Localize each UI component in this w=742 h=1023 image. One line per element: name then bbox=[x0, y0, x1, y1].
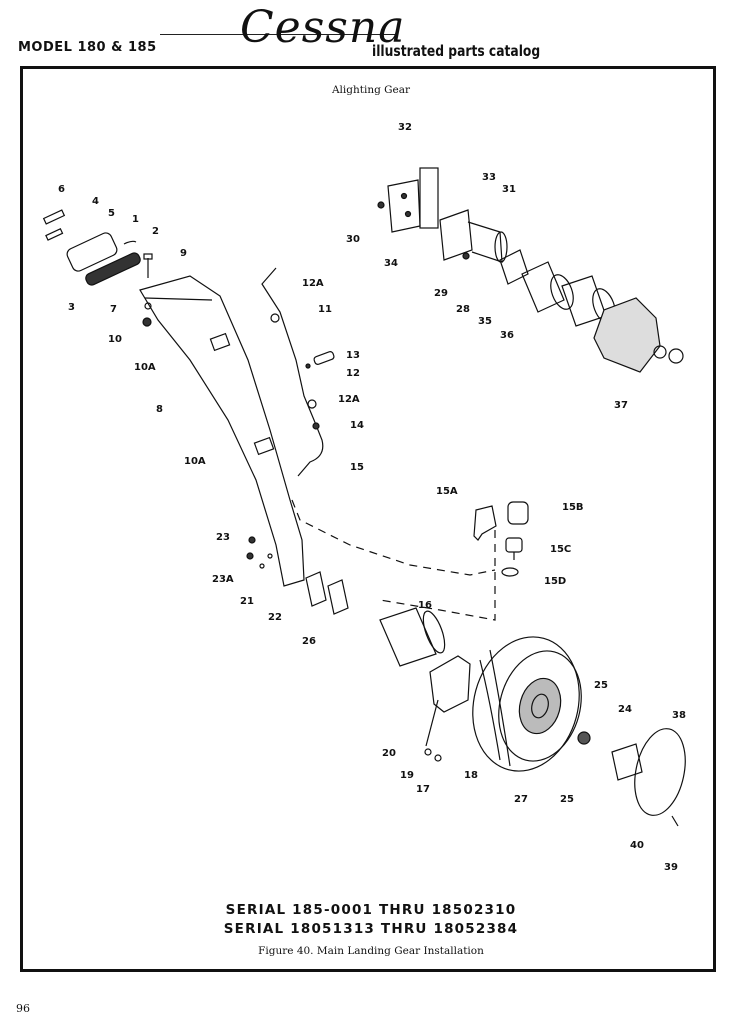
callout-label: 34 bbox=[384, 258, 398, 269]
callout-label: 6 bbox=[58, 184, 65, 195]
callout-label: 38 bbox=[672, 710, 686, 721]
figure-caption: Figure 40. Main Landing Gear Installatio… bbox=[258, 945, 484, 957]
callout-label: 17 bbox=[416, 784, 430, 795]
callout-label: 28 bbox=[456, 304, 470, 315]
serial-range-1: SERIAL 185-0001 THRU 18502310 bbox=[225, 902, 517, 918]
callout-label: 11 bbox=[318, 304, 332, 315]
catalog-label: illustrated parts catalog bbox=[372, 42, 541, 60]
cessna-logo: Cessna bbox=[240, 2, 406, 53]
callout-label: 16 bbox=[418, 600, 432, 611]
callout-label: 23A bbox=[212, 574, 234, 585]
callout-label: 12A bbox=[302, 278, 324, 289]
callout-label: 24 bbox=[618, 704, 632, 715]
callout-label: 18 bbox=[464, 770, 478, 781]
callout-label: 1 bbox=[132, 214, 139, 225]
callout-label: 26 bbox=[302, 636, 316, 647]
callout-label: 36 bbox=[500, 330, 514, 341]
callout-label: 21 bbox=[240, 596, 254, 607]
callout-label: 2 bbox=[152, 226, 159, 237]
part-slot-plate bbox=[85, 252, 141, 286]
page-number: 96 bbox=[16, 1002, 30, 1015]
part-fairing bbox=[593, 297, 661, 373]
callout-label: 25 bbox=[594, 680, 608, 691]
callout-label: 23 bbox=[216, 532, 230, 543]
gear-leg bbox=[139, 275, 305, 587]
callout-label: 30 bbox=[346, 234, 360, 245]
callout-label: 25 bbox=[560, 794, 574, 805]
callout-label: 22 bbox=[268, 612, 282, 623]
callout-label: 39 bbox=[664, 862, 678, 873]
callout-label: 15B bbox=[562, 502, 584, 513]
brake-line bbox=[261, 267, 324, 477]
callout-label: 15D bbox=[544, 576, 566, 587]
callout-label: 35 bbox=[478, 316, 492, 327]
callout-label: 7 bbox=[110, 304, 117, 315]
hub-cap bbox=[634, 728, 686, 816]
figure-title: Alighting Gear bbox=[331, 84, 411, 96]
part-bracket bbox=[419, 167, 439, 229]
callout-label: 9 bbox=[180, 248, 187, 259]
callout-label: 27 bbox=[514, 794, 528, 805]
callout-label: 15 bbox=[350, 462, 364, 473]
part-spacer bbox=[521, 261, 565, 313]
part-cover-plate bbox=[66, 232, 118, 272]
callout-label: 12A bbox=[338, 394, 360, 405]
header-rule bbox=[160, 34, 395, 35]
serial-range-2: SERIAL 18051313 THRU 18052384 bbox=[223, 921, 519, 937]
part-fitting bbox=[507, 501, 529, 525]
callout-label: 31 bbox=[502, 184, 516, 195]
model-label: MODEL 180 & 185 bbox=[18, 40, 157, 55]
callout-label: 40 bbox=[630, 840, 644, 851]
callout-label: 10A bbox=[134, 362, 156, 373]
figure-frame bbox=[20, 66, 716, 972]
callout-label: 14 bbox=[350, 420, 364, 431]
callout-label: 3 bbox=[68, 302, 75, 313]
callout-label: 13 bbox=[346, 350, 360, 361]
callout-label: 12 bbox=[346, 368, 360, 379]
callout-label: 10A bbox=[184, 456, 206, 467]
callout-label: 19 bbox=[400, 770, 414, 781]
part-plate bbox=[42, 209, 66, 225]
callout-labels: 6 4 5 1 2 9 3 7 10 10A 8 10A 12A 11 13 1… bbox=[58, 122, 686, 873]
callout-label: 4 bbox=[92, 196, 99, 207]
callout-label: 5 bbox=[108, 208, 115, 219]
callout-label: 32 bbox=[398, 122, 412, 133]
callout-label: 10 bbox=[108, 334, 122, 345]
callout-label: 15C bbox=[550, 544, 571, 555]
callout-label: 37 bbox=[614, 400, 628, 411]
callout-label: 20 bbox=[382, 748, 396, 759]
callout-label: 8 bbox=[156, 404, 163, 415]
part-axle bbox=[379, 607, 437, 667]
callout-label: 15A bbox=[436, 486, 458, 497]
callout-label: 29 bbox=[434, 288, 448, 299]
tire bbox=[472, 636, 580, 772]
callout-label: 33 bbox=[482, 172, 496, 183]
